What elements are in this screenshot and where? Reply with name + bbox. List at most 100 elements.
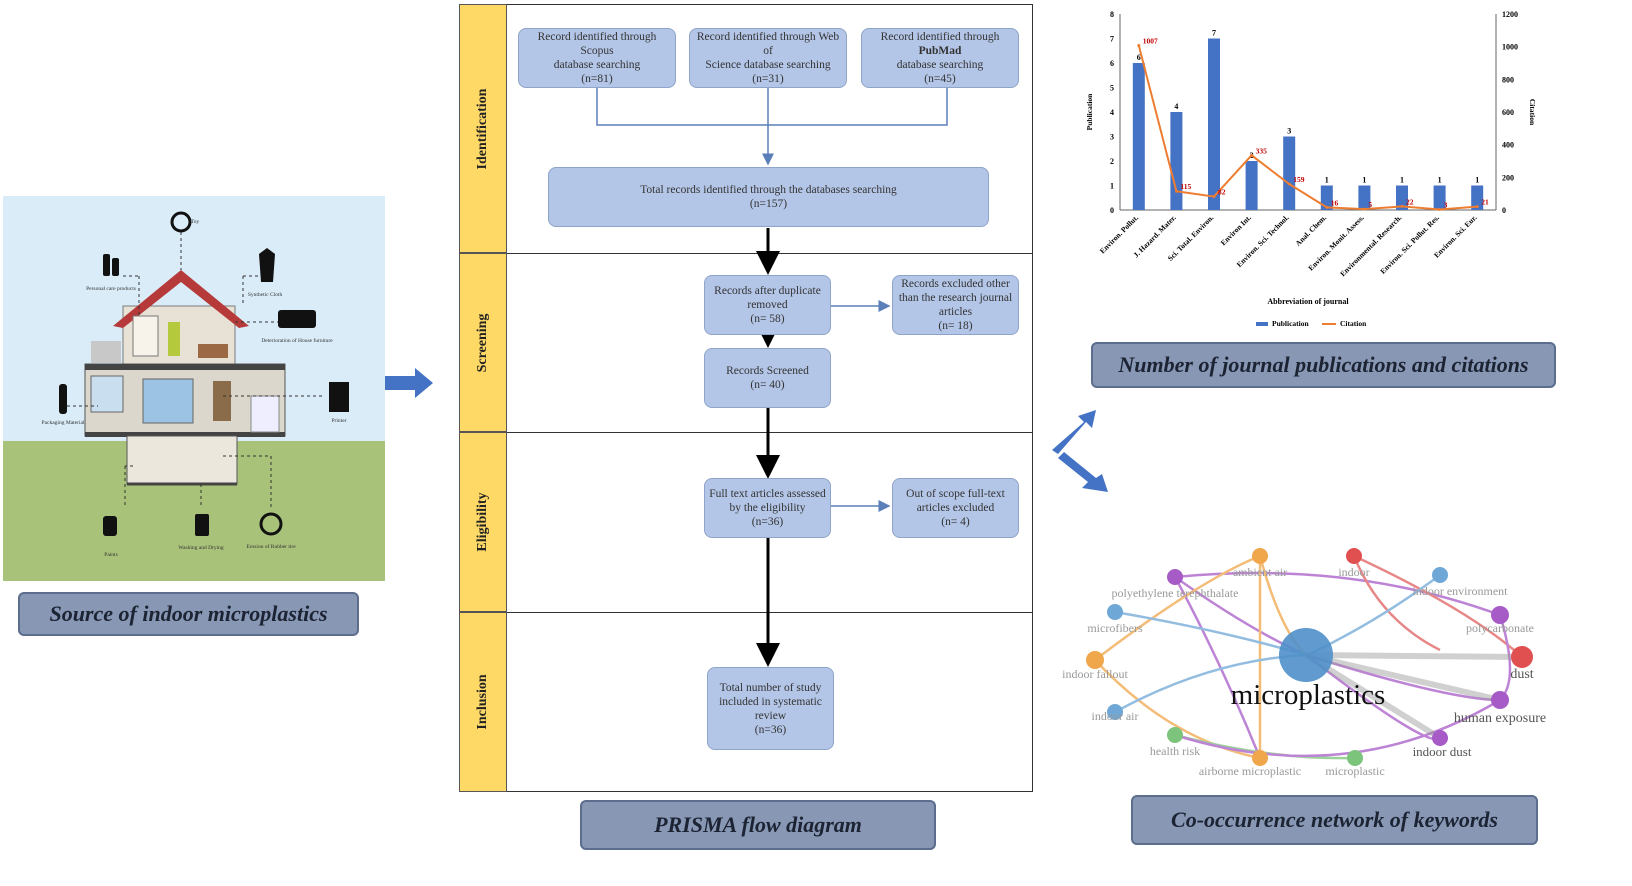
bar-publication (1132, 63, 1145, 210)
caption-indoor-sources: Source of indoor microplastics (18, 592, 359, 636)
stage-inclusion: Inclusion (459, 612, 507, 792)
node-microplastics: microplastics (1231, 679, 1386, 711)
line-point-citation (1287, 182, 1291, 186)
bar-publication (1208, 38, 1220, 210)
arrow-right-icon (385, 368, 433, 398)
bar-publication (1320, 185, 1333, 210)
node-indoor-fallout: indoor fallout (1062, 667, 1128, 681)
node-microplastic: microplastic (1325, 764, 1384, 778)
y-axis-title: Publication (1085, 93, 1094, 131)
y2-tick-label: 200 (1502, 173, 1514, 182)
x-tick-label: Environ Int. (1219, 213, 1253, 247)
indoor-sources-illustration: Toy Personal care products Synthetic Clo… (3, 196, 385, 581)
legend-label-citation: Citation (1340, 319, 1367, 328)
line-value-label: 22 (1406, 197, 1414, 206)
caption-keyword-network: Co-occurrence network of keywords (1131, 795, 1538, 845)
node-indoor-environment: indoor environment (1413, 584, 1509, 598)
line-point-citation (1475, 205, 1479, 209)
x-tick-label: Anal. Chem. (1293, 213, 1328, 248)
stage-screening: Screening (459, 253, 507, 432)
node-airborne-microplastic: airborne microplastic (1199, 764, 1301, 778)
label-toy: Toy (191, 219, 200, 225)
bar-value-label: 7 (1212, 29, 1216, 38)
y2-tick-label: 0 (1502, 206, 1506, 215)
legend-label-publication: Publication (1272, 319, 1310, 328)
line-value-label: 3 (1444, 201, 1448, 210)
caption-journal-chart: Number of journal publications and citat… (1091, 342, 1556, 388)
legend-swatch-publication (1256, 322, 1268, 326)
bar-value-label: 1 (1438, 176, 1442, 185)
label-furniture: Deterioration of House furniture (261, 337, 333, 344)
line-value-label: 21 (1481, 198, 1489, 207)
bar-publication (1433, 185, 1446, 210)
bar-value-label: 1 (1400, 176, 1404, 185)
bar-value-label: 6 (1137, 53, 1141, 62)
node-indoor-air: indoor air (1092, 709, 1139, 723)
bar-publication (1170, 112, 1183, 210)
node-indoor-dust: indoor dust (1413, 744, 1472, 759)
line-citation (1137, 45, 1478, 211)
label-tire: Erosion of Rubber tire (246, 543, 296, 550)
y-tick-label: 2 (1110, 157, 1114, 166)
y2-tick-label: 1000 (1502, 43, 1518, 52)
line-point-citation (1400, 204, 1404, 208)
y2-tick-label: 1200 (1502, 10, 1518, 19)
bar-value-label: 3 (1287, 127, 1291, 136)
label-washing: Washing and Drying (178, 545, 224, 551)
line-point-citation (1325, 205, 1329, 209)
stage-identification: Identification (459, 4, 507, 253)
prisma-connectors (596, 88, 948, 667)
node-polycarbonate: polycarbonate (1466, 621, 1534, 635)
node-indoor: indoor (1338, 565, 1369, 579)
bar-value-label: 1 (1475, 176, 1479, 185)
node-health-risk: health risk (1150, 744, 1200, 758)
line-value-label: 5 (1368, 200, 1372, 209)
line-point-citation (1362, 207, 1366, 211)
node-dust: dust (1510, 667, 1533, 682)
bar-publication (1283, 136, 1296, 210)
bar-publication (1396, 185, 1408, 210)
line-value-label: 82 (1218, 188, 1226, 197)
bar-publication (1471, 185, 1484, 210)
node-pet: polyethylene terephthalate (1112, 586, 1239, 600)
bar-value-label: 1 (1362, 176, 1366, 185)
house-illustration: Toy Personal care products Synthetic Clo… (3, 196, 385, 581)
line-value-label: 335 (1256, 146, 1268, 155)
y2-tick-label: 400 (1502, 141, 1514, 150)
line-point-citation (1137, 44, 1141, 48)
node-ambient-air: ambient air (1233, 565, 1287, 579)
label-synthetic-cloth: Synthetic Cloth (248, 292, 283, 298)
keyword-network: ambient air indoor polyethylene terephth… (1062, 548, 1546, 778)
stage-eligibility: Eligibility (459, 432, 507, 612)
label-personal-care: Personal care products (86, 286, 136, 292)
box-records-screened: Records Screened(n= 40) (704, 348, 831, 408)
node-microfibers: microfibers (1087, 621, 1143, 635)
x-axis-title: Abbreviation of journal (1267, 297, 1349, 306)
y-tick-label: 8 (1110, 10, 1114, 19)
line-point-citation (1250, 153, 1254, 157)
y-tick-label: 5 (1110, 84, 1114, 93)
line-value-label: 159 (1293, 175, 1305, 184)
bar-value-label: 1 (1325, 176, 1329, 185)
label-printer: Printer (332, 418, 347, 424)
y-tick-label: 1 (1110, 182, 1114, 191)
y-tick-label: 4 (1110, 108, 1114, 117)
x-tick-label: Environ. Pollut. (1098, 213, 1140, 255)
box-total-records: Total records identified through the dat… (548, 167, 989, 227)
y-tick-label: 3 (1110, 133, 1114, 142)
bar-value-label: 4 (1174, 102, 1178, 111)
bar-publication (1358, 185, 1371, 210)
line-point-citation (1174, 189, 1178, 193)
line-point-citation (1212, 195, 1216, 199)
y-tick-label: 0 (1110, 206, 1114, 215)
y2-axis-title: Citation (1528, 99, 1537, 126)
journal-chart: 0123456780200400600800100012006472311111… (1085, 10, 1537, 328)
y-tick-label: 6 (1110, 59, 1114, 68)
